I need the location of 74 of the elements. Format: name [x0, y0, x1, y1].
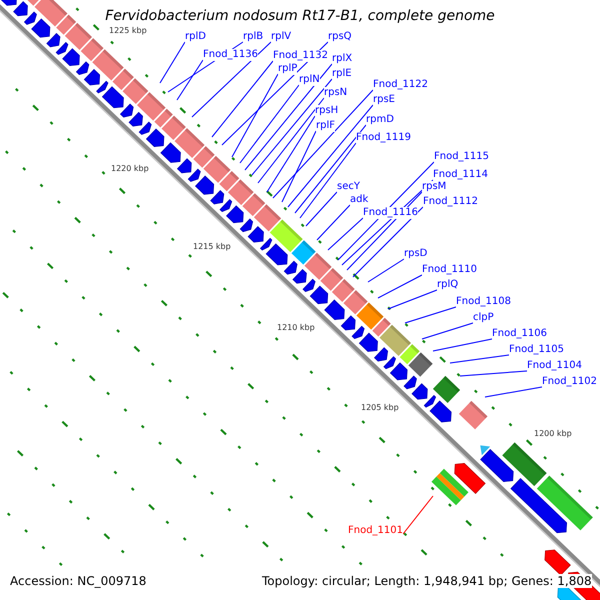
gene-label: rplD [185, 31, 206, 43]
leader-line [378, 274, 422, 298]
gene-label: Fnod_1122 [373, 79, 428, 91]
leader-line [232, 74, 278, 158]
gene-label: Fnod_1104 [527, 360, 582, 372]
leader-line [352, 206, 424, 278]
gene-label: rplX [332, 53, 352, 65]
leader-line [460, 370, 528, 376]
gene-label: rpsQ [328, 31, 352, 43]
position-label: 1205 kbp [361, 403, 399, 413]
gene-label: rplE [332, 68, 352, 80]
gene-label: Fnod_1116 [363, 207, 418, 219]
gene-label: rpsM [422, 181, 446, 193]
leader-line [258, 98, 324, 184]
leader-line [450, 354, 510, 364]
leader-line [272, 90, 374, 198]
leader-line [288, 104, 374, 208]
leader-line [404, 306, 456, 324]
leader-line [266, 116, 316, 192]
leader-line [328, 218, 364, 250]
leader-line [422, 322, 474, 340]
leader-line [432, 338, 492, 352]
gene-label: Fnod_1115 [434, 151, 490, 163]
leader-line [212, 60, 274, 138]
gene-label: secY [337, 181, 360, 193]
gene-label: Fnod_1132 [273, 50, 328, 62]
leader-line [306, 192, 338, 226]
leader-line [294, 124, 366, 214]
gene-label: Fnod_1136 [203, 49, 258, 61]
gene-label: Fnod_1110 [422, 264, 478, 276]
gene-label: Fnod_1108 [456, 296, 512, 308]
gene-label: Fnod_1102 [542, 376, 598, 388]
leader-line [252, 78, 332, 176]
gene-label: adk [350, 194, 368, 206]
leader-line [282, 130, 316, 202]
footer-text: Topology: circular; Length: 1,948,941 bp; Genes: 1,808 [262, 574, 592, 588]
leader-line [368, 258, 404, 282]
leader-line [192, 42, 272, 118]
gene-label: Fnod_1114 [433, 169, 488, 181]
gene-label: Fnod_1119 [356, 132, 412, 144]
gene-label: rpsN [324, 87, 348, 99]
leader-line [316, 204, 350, 240]
position-label: 1210 kbp [277, 323, 315, 333]
leader-line [338, 162, 434, 260]
position-label: 1215 kbp [193, 242, 231, 252]
leader-line [244, 64, 332, 170]
leader-line [300, 142, 356, 218]
position-label: 1225 kbp [109, 26, 147, 36]
leader-line [402, 496, 434, 534]
leader-line [222, 42, 328, 146]
gene-label: rpsE [373, 94, 395, 106]
gene-label: rplB [243, 31, 264, 43]
position-label: 1200 kbp [534, 429, 572, 439]
gene-label: Fnod_1112 [423, 196, 478, 208]
gene-label: Fnod_1101 [348, 525, 404, 537]
gene-label: rpmD [366, 114, 394, 126]
gene-label: rpsD [404, 248, 428, 260]
gene-label: rplQ [437, 279, 458, 291]
leader-line [240, 84, 300, 164]
leader-line [484, 386, 542, 398]
footer-text: Accession: NC_009718 [10, 574, 146, 588]
gene-label: rpsH [315, 105, 338, 117]
gene-label: rplN [299, 74, 320, 86]
leader-line [388, 290, 438, 310]
gene-label: rplP [278, 63, 298, 75]
leader-line [176, 60, 204, 100]
gene-label: Fnod_1106 [492, 328, 548, 340]
position-label: 1220 kbp [111, 164, 149, 174]
gene-label: rplF [316, 120, 335, 132]
title: Fervidobacterium nodosum Rt17-B1, complete genome [104, 8, 496, 24]
leader-line [160, 42, 186, 84]
gene-label: clpP [473, 312, 494, 324]
gene-label: rplV [271, 31, 292, 43]
gene-label: Fnod_1105 [509, 344, 564, 356]
